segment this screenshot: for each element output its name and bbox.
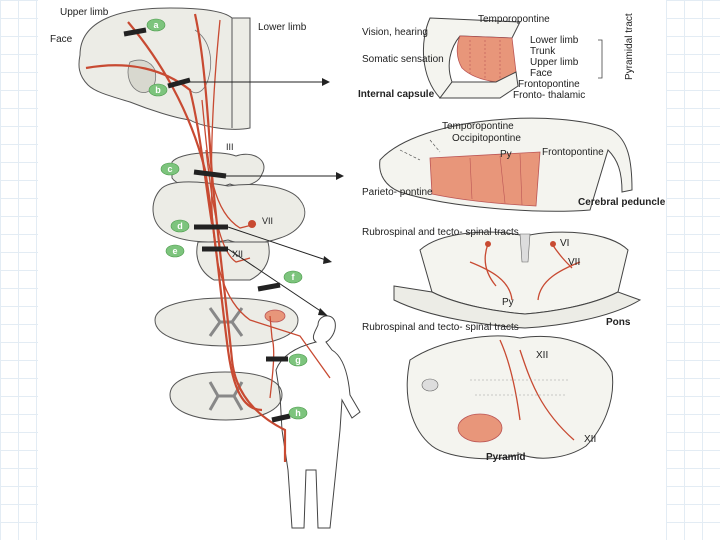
label-upper-limb: Upper limb	[60, 7, 109, 18]
cut-b	[167, 77, 191, 89]
pons-label-vi: VI	[560, 238, 569, 249]
ic-title: Internal capsule	[358, 89, 435, 100]
ic-label-pyramidal-tract: Pyramidal tract	[624, 13, 635, 80]
ic-label-frontopontine: Frontopontine	[518, 79, 580, 90]
arrowhead-b	[322, 78, 330, 86]
pointer-d	[227, 226, 327, 261]
cut-a	[123, 27, 147, 37]
medulla-label-xii-bottom: XII	[584, 434, 596, 445]
svg-text:b: b	[155, 85, 161, 95]
peduncle-diagram	[379, 117, 633, 212]
ic-label-trunk: Trunk	[530, 46, 556, 57]
arrowhead-c	[336, 172, 344, 180]
level-tag-a: a	[146, 18, 166, 32]
ic-label-vision-hearing: Vision, hearing	[362, 27, 428, 38]
svg-text:f: f	[292, 272, 296, 282]
label-face: Face	[50, 34, 73, 45]
svg-text:e: e	[172, 246, 177, 256]
level-tag-h: h	[288, 406, 308, 420]
tract-bundle-1	[210, 19, 331, 379]
ic-label-temporopontine: Temporopontine	[478, 14, 550, 25]
svg-text:g: g	[295, 355, 301, 365]
medulla-diagram	[406, 335, 614, 460]
cervical-gray-matter	[208, 307, 244, 337]
ic-label-somatic-sensation: Somatic sensation	[362, 54, 444, 65]
cp-label-temporopontine: Temporopontine	[442, 121, 514, 132]
pyramidal-bracket	[598, 39, 603, 79]
ventricle	[189, 29, 212, 94]
pons-section	[152, 181, 306, 244]
cp-label-py: Py	[500, 149, 512, 160]
cp-label-occipitopontine: Occipitopontine	[452, 133, 521, 144]
level-tag-g: g	[288, 353, 308, 367]
tract-bundle-2	[201, 99, 257, 229]
arrowhead-d	[323, 256, 332, 264]
ic-label-frontothalamic: Fronto- thalamic	[513, 90, 585, 101]
level-tag-c: c	[160, 162, 180, 176]
pointer-e	[227, 248, 323, 313]
cut-c	[193, 169, 227, 179]
anterior-horn-highlight	[264, 309, 286, 323]
pons-diagram	[393, 231, 642, 329]
pons-label-vii: VII	[568, 257, 580, 268]
ic-label-face: Face	[530, 68, 553, 79]
nucleus-vii	[248, 220, 256, 228]
tract-lower-limb	[193, 13, 287, 462]
human-figure-outline	[275, 315, 361, 529]
cp-title: Cerebral peduncle	[578, 197, 666, 208]
ic-label-lower-limb: Lower limb	[530, 35, 579, 46]
level-tag-d: d	[170, 219, 190, 233]
label-nerve-vii: VII	[262, 216, 273, 226]
svg-text:a: a	[153, 20, 159, 30]
cp-label-parietopontine: Parieto- pontine	[362, 187, 433, 198]
pons-label-rubrospinal: Rubrospinal and tecto- spinal tracts	[362, 227, 519, 238]
internal-capsule-diagram	[422, 17, 521, 99]
tract-bundle-4	[269, 315, 275, 399]
level-tag-e: e	[165, 244, 185, 258]
cp-label-frontopontine: Frontopontine	[542, 147, 604, 158]
pons-title: Pons	[606, 317, 631, 328]
cut-f	[257, 282, 281, 292]
medulla-label-xii-top: XII	[536, 350, 548, 361]
ic-label-upper-limb: Upper limb	[530, 57, 579, 68]
svg-text:c: c	[167, 164, 172, 174]
svg-text:d: d	[177, 221, 183, 231]
medulla-label-rubrospinal: Rubrospinal and tecto- spinal tracts	[362, 322, 519, 333]
level-tag-b: b	[148, 83, 168, 97]
arrowhead-e	[318, 308, 328, 316]
svg-text:h: h	[295, 408, 301, 418]
label-nerve-iii: III	[226, 142, 234, 152]
medulla-title: Pyramid	[486, 452, 525, 463]
level-tag-f: f	[283, 270, 303, 284]
cut-h	[271, 413, 291, 423]
label-nerve-xii: XII	[232, 249, 243, 259]
tract-face	[85, 64, 214, 225]
pons-label-py: Py	[502, 297, 514, 308]
label-lower-limb: Lower limb	[258, 22, 307, 33]
